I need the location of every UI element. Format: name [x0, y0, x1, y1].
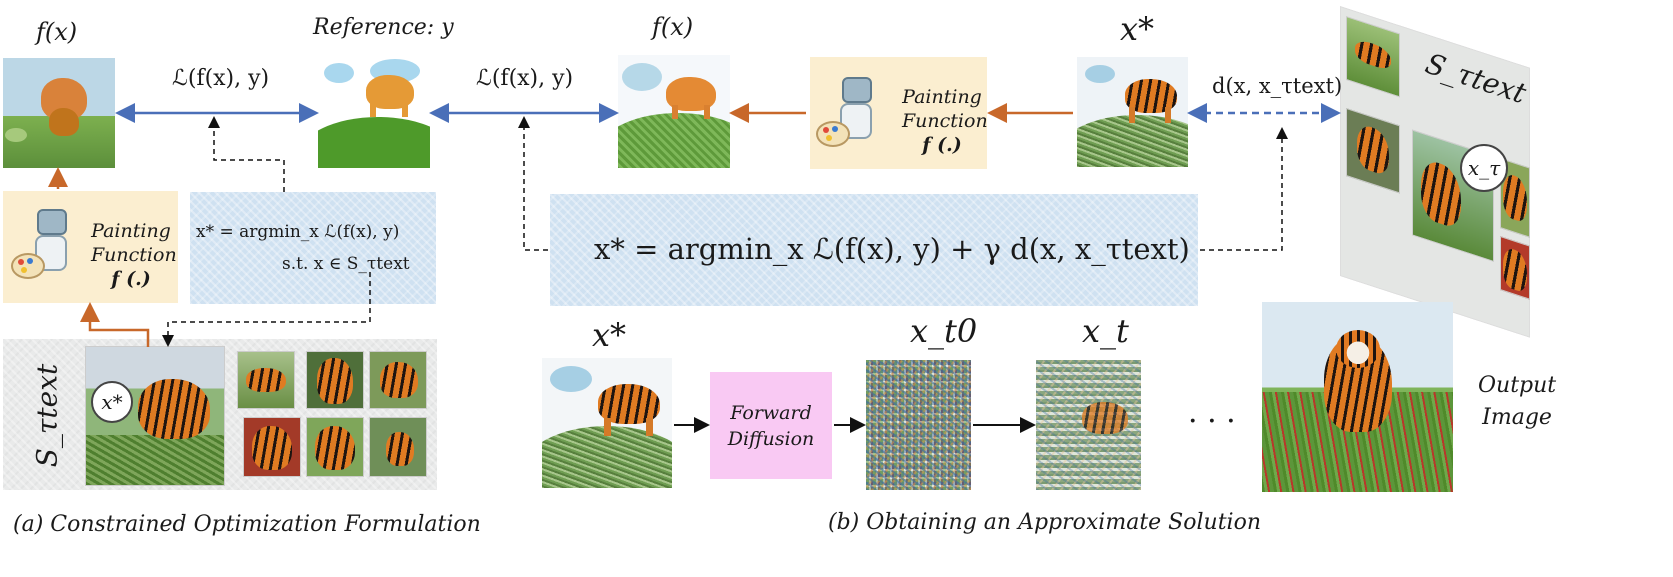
painted-image-mid	[618, 55, 730, 168]
function-label: Function	[91, 244, 177, 266]
constrained-equation-line2: s.t. x ∈ S_τtext	[282, 254, 410, 274]
painting-label: Painting	[91, 220, 171, 242]
f-label: f (.)	[111, 268, 151, 290]
dist-label: d(x, x_τtext)	[1212, 74, 1343, 98]
fx-left-label: f(x)	[36, 18, 78, 46]
xstar-set-image	[85, 346, 225, 486]
loss-left-label: ℒ(f(x), y)	[172, 66, 270, 91]
set-to-constraint-connector	[162, 272, 371, 347]
reference-image	[318, 55, 430, 168]
equation-to-dist-connector	[1200, 127, 1288, 251]
x-tau-circle: x_τ	[1460, 144, 1508, 192]
main-equation-box: x* = argmin_x ℒ(f(x), y) + γ d(x, x_τtex…	[550, 194, 1198, 306]
xstar-bottom-image	[542, 358, 672, 488]
forward-label: Forward	[730, 401, 812, 424]
xstar-top-image	[1077, 57, 1188, 167]
main-equation: x* = argmin_x ℒ(f(x), y) + γ d(x, x_τtex…	[594, 232, 1190, 266]
xstar-circle-left: x*	[91, 381, 133, 423]
xt0-label: x_t0	[910, 312, 978, 350]
fx-mid-label: f(x)	[652, 13, 694, 41]
set-thumb-6	[369, 417, 427, 477]
set-to-painter-arrow	[80, 302, 150, 347]
constrained-equation-box: x* = argmin_x ℒ(f(x), y) s.t. x ∈ S_τtex…	[190, 192, 436, 304]
paint-palette-icon	[11, 253, 45, 279]
painted-image-left	[3, 58, 115, 168]
output-image-label: Output Image	[1478, 373, 1557, 430]
set-thumb-2	[306, 351, 364, 409]
constraint-to-loss-connector	[208, 116, 285, 192]
function-label: Function	[902, 110, 988, 132]
diffusion-label: Diffusion	[727, 427, 815, 450]
forward-diffusion-box: Forward Diffusion	[710, 372, 832, 479]
xt0-noise-image	[866, 360, 971, 490]
painting-function-top: Painting Function f (.)	[810, 57, 988, 169]
set-thumb-5	[306, 417, 364, 477]
loss-mid-label: ℒ(f(x), y)	[476, 66, 574, 91]
painting-function-left: Painting Function f (.)	[3, 191, 178, 303]
xstar-top-label: x*	[1120, 10, 1155, 48]
caption-b: (b) Obtaining an Approximate Solution	[828, 510, 1261, 535]
equation-to-loss-connector	[518, 116, 548, 251]
ellipsis: · · ·	[1188, 404, 1236, 439]
output-image	[1262, 302, 1453, 492]
set-thumb-3	[369, 351, 427, 409]
constrained-equation-line1: x* = argmin_x ℒ(f(x), y)	[196, 222, 400, 242]
s-tau-set-panel: S_τtext x*	[3, 339, 437, 490]
reference-label: Reference: y	[313, 15, 454, 40]
set-thumb-1	[237, 351, 295, 409]
xt-label: x_t	[1082, 312, 1129, 350]
f-label: f (.)	[922, 134, 962, 156]
set-thumb-4	[243, 417, 301, 477]
xstar-bottom-label: x*	[592, 316, 627, 354]
painting-label: Painting	[902, 86, 982, 108]
xt-image	[1036, 360, 1141, 490]
paint-palette-icon	[816, 121, 850, 147]
caption-a: (a) Constrained Optimization Formulation	[13, 512, 481, 537]
